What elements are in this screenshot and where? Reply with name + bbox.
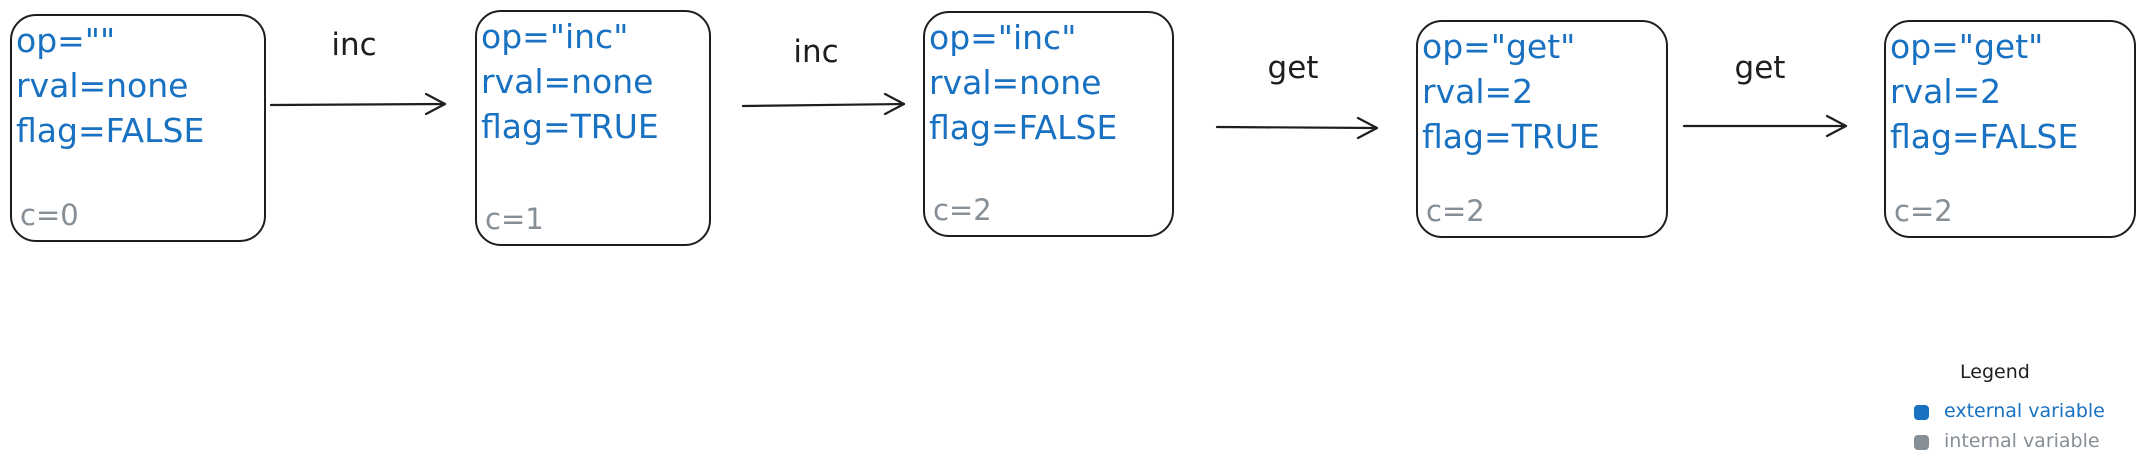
external-variables: op="inc" rval=none flag=TRUE: [481, 14, 659, 149]
state-counter: c=2: [1894, 194, 1953, 228]
legend-title: Legend: [1960, 361, 2030, 383]
state-rval: rval=none: [16, 66, 189, 105]
transition-arrow-1: [269, 92, 447, 116]
state-flag: flag=TRUE: [1422, 117, 1600, 156]
state-counter: c=2: [933, 193, 992, 227]
state-counter: c=2: [1426, 194, 1485, 228]
external-variables: op="get" rval=2 flag=FALSE: [1890, 24, 2078, 159]
state-counter: c=0: [20, 198, 79, 232]
state-rval: rval=2: [1422, 72, 1534, 111]
transition-arrow-3: [1215, 116, 1379, 140]
state-counter: c=1: [485, 202, 544, 236]
transition-label-2: inc: [793, 34, 839, 70]
external-variables: op="inc" rval=none flag=FALSE: [929, 15, 1117, 150]
legend-label-external: external variable: [1944, 400, 2105, 422]
state-op: op="": [16, 21, 116, 60]
legend-swatch-external: [1914, 405, 1929, 420]
transition-arrow-4: [1682, 114, 1848, 138]
state-box-3: op="inc" rval=none flag=FALSE c=2: [923, 11, 1174, 237]
state-flag: flag=FALSE: [1890, 117, 2079, 156]
state-box-2: op="inc" rval=none flag=TRUE c=1: [475, 10, 711, 246]
transition-label-3: get: [1267, 50, 1319, 86]
state-op: op="inc": [481, 17, 629, 56]
external-variables: op="get" rval=2 flag=TRUE: [1422, 24, 1600, 159]
state-box-5: op="get" rval=2 flag=FALSE c=2: [1884, 20, 2136, 238]
state-rval: rval=none: [481, 62, 654, 101]
state-box-1: op="" rval=none flag=FALSE c=0: [10, 14, 266, 242]
legend-swatch-internal: [1914, 435, 1929, 450]
state-flag: flag=TRUE: [481, 107, 659, 146]
transition-label-4: get: [1734, 50, 1786, 86]
state-op: op="inc": [929, 18, 1077, 57]
state-flag: flag=FALSE: [929, 108, 1118, 147]
legend-label-internal: internal variable: [1944, 430, 2100, 452]
state-op: op="get": [1422, 27, 1576, 66]
state-flag: flag=FALSE: [16, 111, 205, 150]
transition-label-1: inc: [331, 27, 377, 63]
state-op: op="get": [1890, 27, 2044, 66]
external-variables: op="" rval=none flag=FALSE: [16, 18, 204, 153]
state-box-4: op="get" rval=2 flag=TRUE c=2: [1416, 20, 1668, 238]
state-rval: rval=none: [929, 63, 1102, 102]
legend: Legend external variable internal variab…: [1908, 358, 2138, 458]
state-rval: rval=2: [1890, 72, 2002, 111]
transition-arrow-2: [741, 92, 906, 116]
